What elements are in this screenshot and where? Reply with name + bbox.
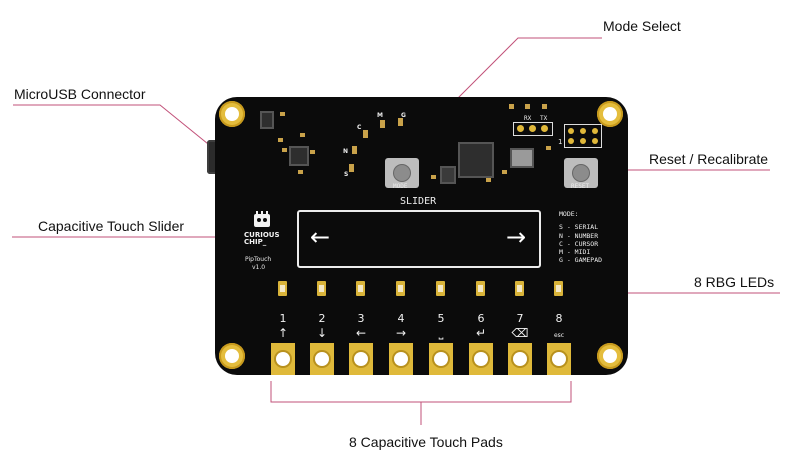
mode-letter-n: N [343,148,349,155]
capacitive-touch-slider-label: Capacitive Touch Slider [38,218,185,234]
smd-part [278,138,283,142]
rgb-led-3 [356,281,365,296]
mode-led-n [352,146,357,154]
smd-part [310,150,315,154]
product-name: PipTouch [245,256,272,263]
pad-8-number: 8 [555,312,563,325]
smd-part [486,178,491,182]
right-arrow-icon: → [395,326,407,340]
microcontroller-chip [460,144,492,176]
pad-3-number: 3 [357,312,365,325]
touch-pad-4[interactable] [389,343,413,375]
mounting-hole-bottom-right [597,343,623,369]
mode-led-m [380,120,385,128]
icsp-header[interactable] [564,124,602,148]
mode-legend-line: S - SERIAL [559,223,599,232]
mode-letter-m: M [377,112,383,119]
product-version: v1.0 [252,264,266,271]
smd-part [298,170,303,174]
touch-pad-6[interactable] [469,343,493,375]
smd-part [280,112,285,116]
mode-legend-title: MODE: [559,210,579,218]
smd-part [300,133,305,137]
smd-part [509,104,514,109]
logo-line-2: CHIP_ [244,238,267,246]
rgb-led-4 [396,281,405,296]
curious-chip-logo: CURIOUS CHIP_ [244,211,284,259]
smd-part [431,175,436,179]
mode-legend-line: M - MIDI [559,248,591,257]
header-pin-1-label: 1 [558,138,563,146]
mode-led-c [363,130,368,138]
up-arrow-icon: ↑ [277,326,289,340]
logo-line-1: CURIOUS [244,231,280,239]
reset-button[interactable] [564,158,598,188]
rx-tx-header[interactable] [513,122,553,136]
mounting-hole-bottom-left [219,343,245,369]
crystal-component [512,150,532,166]
slider-label: SLIDER [400,196,437,207]
mode-letter-g: G [401,112,406,119]
pad-7-number: 7 [516,312,524,325]
chip-mascot-icon [254,211,270,227]
reset-button-label: RESET [571,183,590,190]
pads-bracket [270,381,572,425]
down-arrow-icon: ↓ [316,326,328,340]
mode-legend: MODE: S - SERIAL N - NUMBER C - CURSOR M… [559,210,602,265]
mode-legend-line: N - NUMBER [559,231,599,240]
slider-left-arrow-icon: ← [310,223,331,251]
rgb-led-5 [436,281,445,296]
mode-button[interactable] [385,158,419,188]
mode-legend-line: G - GAMEPAD [559,256,603,265]
capacitive-touch-slider[interactable] [297,210,541,268]
smd-part [502,170,507,174]
rgb-led-8 [554,281,563,296]
touch-pad-8[interactable] [547,343,571,375]
pad-1-number: 1 [279,312,287,325]
reset-recalibrate-label: Reset / Recalibrate [649,151,769,167]
slider-right-arrow-icon: → [506,223,527,251]
rgb-led-7 [515,281,524,296]
mode-select-label: Mode Select [603,18,681,34]
pad-5-number: 5 [437,312,445,325]
mode-button-label: MODE [393,183,408,190]
small-transistor [442,168,454,182]
mounting-hole-top-right [597,101,623,127]
left-arrow-icon: ← [355,326,367,340]
touch-pad-1[interactable] [271,343,295,375]
mode-letter-c: C [357,124,362,131]
microusb-leader [13,104,214,149]
smd-part [282,148,287,152]
smd-part [546,146,551,150]
space-icon: ⎵ [438,326,444,340]
mode-led-s [349,164,354,172]
touch-pad-7[interactable] [508,343,532,375]
regulator-chip [262,113,272,127]
rgb-leds-label: 8 RBG LEDs [694,274,775,290]
mode-led-g [398,118,403,126]
mode-legend-line: C - CURSOR [559,239,599,248]
touch-pads-label: 8 Capacitive Touch Pads [349,434,503,450]
backspace-icon: ⌫ [511,326,529,340]
mounting-hole-top-left [219,101,245,127]
rx-label: RX [524,115,532,122]
rgb-led-6 [476,281,485,296]
touch-pad-5[interactable] [429,343,453,375]
escape-label: esc [553,332,565,339]
enter-icon: ↵ [475,326,487,340]
mode-letter-s: S [344,171,349,178]
smd-part [525,104,530,109]
tx-label: TX [540,115,548,122]
rgb-led-1 [278,281,287,296]
small-ic-chip [291,148,307,164]
microusb-connector-label: MicroUSB Connector [14,86,146,102]
pad-2-number: 2 [318,312,326,325]
pcb-board [215,97,628,375]
smd-part [542,104,547,109]
touch-pad-2[interactable] [310,343,334,375]
touch-pad-3[interactable] [349,343,373,375]
pad-4-number: 4 [397,312,405,325]
rgb-led-2 [317,281,326,296]
pad-6-number: 6 [477,312,485,325]
